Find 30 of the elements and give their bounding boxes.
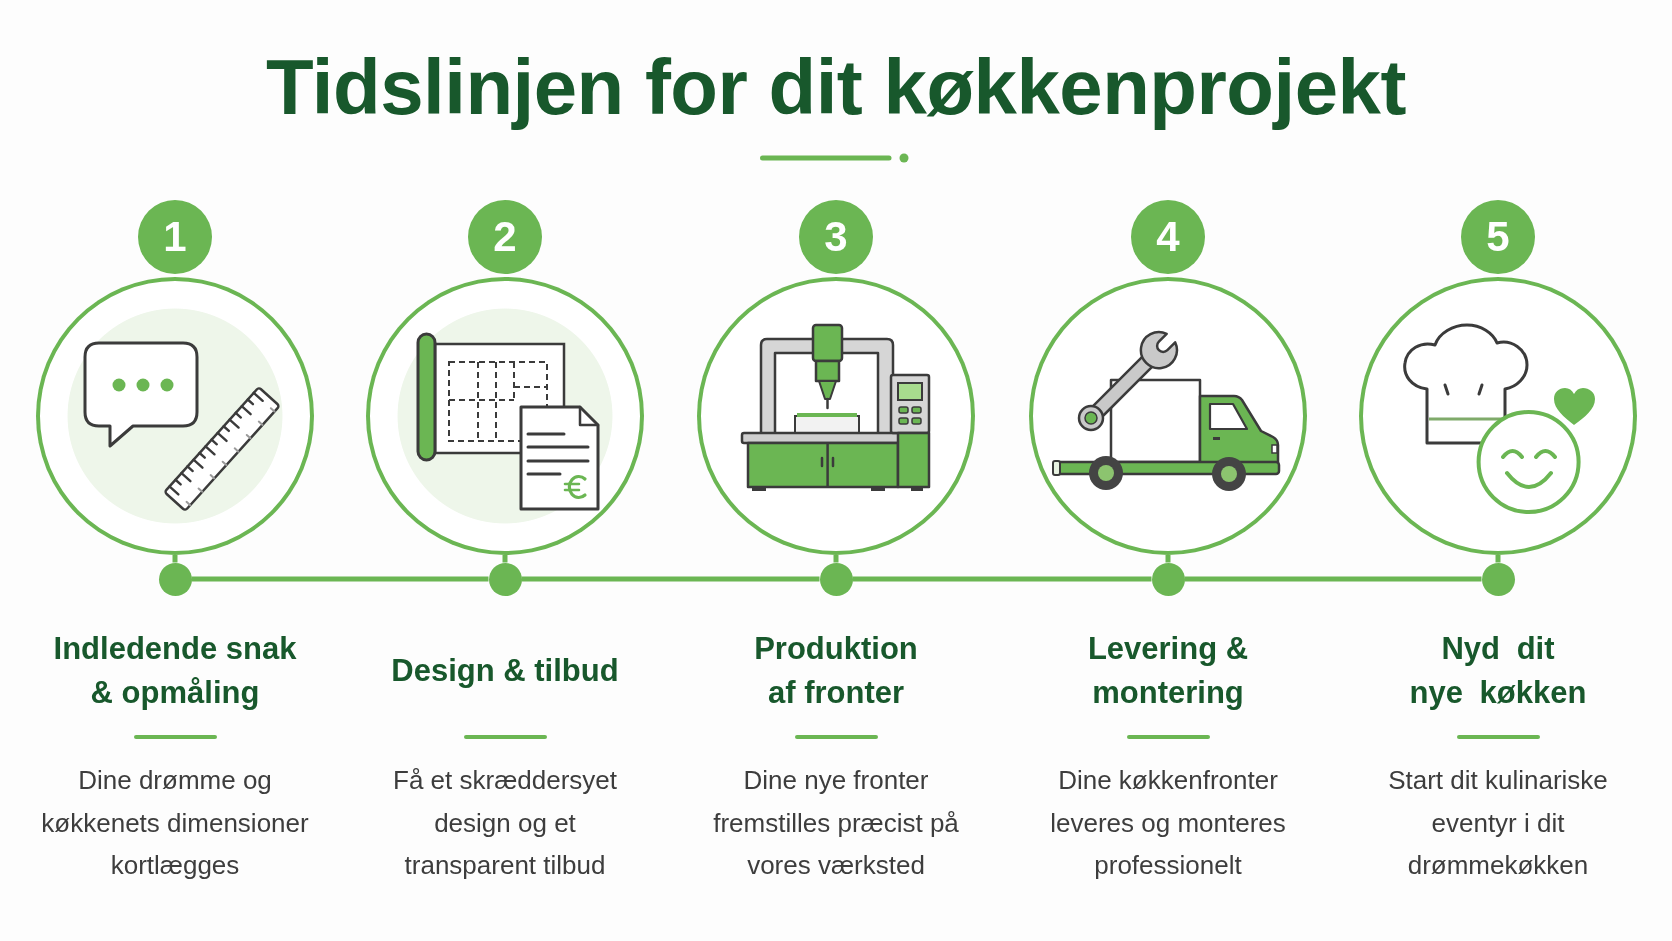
number-badge: 5: [1461, 200, 1535, 274]
number-badge: 4: [1131, 200, 1205, 274]
timeline-dot: [1481, 562, 1515, 596]
step-description: Dine nye fronter fremstilles præcist på vores værksted: [712, 764, 960, 882]
step-description: Dine køkkenfronter leveres og monteres professionelt: [1049, 764, 1287, 882]
step-heading: Produktion af fronter: [753, 630, 919, 712]
connector-line: [502, 555, 508, 563]
timeline-line: [521, 576, 820, 582]
title: Tidslinjen for dit køkkenprojekt: [266, 42, 1406, 132]
number-badge: 3: [799, 200, 873, 274]
step-description: Start dit kulinariske eventyr i dit drømmekøkken: [1387, 764, 1609, 882]
connector-line: [172, 555, 178, 563]
connector-line: [1495, 555, 1501, 563]
timeline-dot: [819, 562, 853, 596]
number-badge: 2: [468, 200, 542, 274]
timeline-dot: [1151, 562, 1185, 596]
connector-line: [1165, 555, 1171, 563]
timeline-dot: [158, 562, 192, 596]
step-heading: Nyd dit nye køkken: [1408, 630, 1588, 712]
timeline-line: [1184, 576, 1482, 582]
step-description: Få et skræddersyet design og et transparent tilbud: [392, 764, 618, 882]
timeline-line: [191, 576, 489, 582]
step-heading: Design & tilbud: [391, 652, 619, 690]
step-description: Dine drømme og køkkenets dimensioner kortlægges: [40, 764, 310, 882]
timeline-line: [852, 576, 1152, 582]
timeline-dot: [488, 562, 522, 596]
step-heading: Indledende snak & opmåling: [52, 630, 298, 712]
number-badge: 1: [138, 200, 212, 274]
connector-line: [833, 555, 839, 563]
step-heading: Levering & montering: [1086, 630, 1250, 712]
